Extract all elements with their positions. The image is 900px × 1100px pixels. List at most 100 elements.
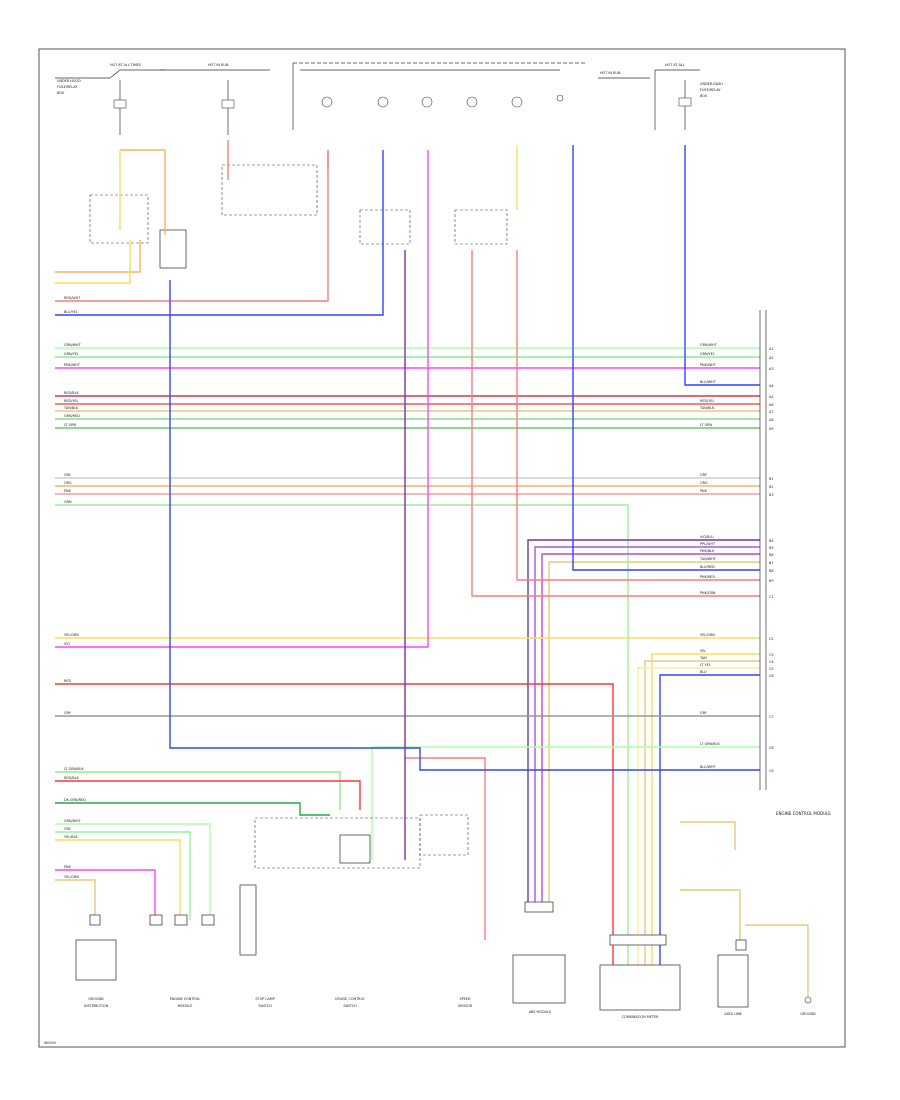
svg-text:ORG: ORG [700,481,708,485]
svg-text:GRN/WHT: GRN/WHT [64,819,82,823]
relay-1 [159,229,187,269]
svg-text:RED/WHT: RED/WHT [64,296,81,300]
svg-text:ABS MODULE: ABS MODULE [529,1010,552,1014]
svg-text:PNK: PNK [64,489,72,493]
svg-text:C3: C3 [769,653,774,657]
svg-text:B6: B6 [769,553,773,557]
wire-violet-1 [527,539,760,910]
svg-text:B5: B5 [769,546,773,550]
svg-text:C6: C6 [769,674,774,678]
sensor-1 [239,884,257,956]
svg-text:RED: RED [64,679,71,683]
svg-text:PNK/WHT: PNK/WHT [700,363,717,367]
svg-text:C7: C7 [769,715,774,719]
wire-tan-4 [55,879,96,920]
svg-text:BLU/RED: BLU/RED [700,565,715,569]
svg-text:PNK/RED: PNK/RED [700,575,715,579]
wire-red-top [55,150,329,302]
svg-text:BOX: BOX [57,91,65,95]
svg-text:A9: A9 [769,427,773,431]
svg-text:ENGINE CONTROL: ENGINE CONTROL [170,997,201,1001]
svg-text:FUSE/RELAY: FUSE/RELAY [57,85,78,89]
svg-text:A7: A7 [769,410,773,414]
svg-text:GRY: GRY [64,473,72,477]
svg-text:GRN/YEL: GRN/YEL [700,352,715,356]
fuse-row-top [292,62,585,130]
wire-lyellow-1 [637,667,760,965]
svg-text:LT GRN/BLK: LT GRN/BLK [64,767,84,771]
svg-text:A8: A8 [769,418,773,422]
svg-text:C9: C9 [769,769,774,773]
ecm-connector-column [759,310,767,790]
svg-text:PNK: PNK [64,865,72,869]
svg-text:GROUND: GROUND [88,997,104,1001]
svg-text:BLU: BLU [700,670,707,674]
svg-text:DK GRN/RED: DK GRN/RED [64,798,86,802]
svg-text:CRUISE CONTROL: CRUISE CONTROL [335,997,365,1001]
svg-text:GRN/RED: GRN/RED [64,414,80,418]
wire-tan-3 [644,660,760,965]
svg-text:GRN/WHT: GRN/WHT [700,343,718,347]
svg-text:VIO/BLU: VIO/BLU [700,535,714,539]
svg-text:SPEED: SPEED [459,997,470,1001]
abs-module [512,954,566,1004]
svg-text:A4: A4 [769,384,773,388]
wire-blue-4 [169,280,760,771]
wire-blue-right [684,145,760,386]
wire-bus [55,140,809,1000]
bottom-connectors [89,901,747,951]
ground-module [75,939,117,981]
svg-text:SWITCH: SWITCH [258,1004,272,1008]
wire-orange-3 [55,240,141,273]
svg-text:UNDER-HOOD: UNDER-HOOD [57,79,81,83]
wire-lgreen-3 [55,504,629,965]
svg-text:GROUND: GROUND [800,1012,816,1016]
svg-text:VIO: VIO [64,642,70,646]
relay-box-2 [89,194,149,244]
wire-orange-2 [120,149,166,235]
svg-text:SWITCH: SWITCH [343,1004,357,1008]
fuse-block-right [598,69,700,130]
svg-text:YEL/GRN: YEL/GRN [64,633,79,637]
svg-text:HOT AT ALL TIMES: HOT AT ALL TIMES [110,63,141,67]
wire-lgreen-7 [55,831,191,920]
relay-box-1 [221,164,318,216]
svg-text:HOT AT ALL: HOT AT ALL [665,63,685,67]
svg-text:PNK/GRN: PNK/GRN [700,591,716,595]
wire-tan-7 [745,924,809,1000]
svg-text:GRN: GRN [64,500,72,504]
svg-text:A1: A1 [769,347,773,351]
svg-text:TAN/BLK: TAN/BLK [63,406,79,410]
wire-tan-6 [680,889,741,950]
svg-text:RED/YEL: RED/YEL [700,399,714,403]
svg-text:LT GRN: LT GRN [64,423,77,427]
svg-text:YEL/BLK: YEL/BLK [64,835,78,839]
wire-pink-5 [405,757,486,940]
svg-text:PNK/BLK: PNK/BLK [700,549,715,553]
svg-text:C2: C2 [769,637,774,641]
sensor-box-1 [419,814,469,856]
wire-magenta-3 [55,150,429,648]
svg-text:UNDER-DASH: UNDER-DASH [700,82,723,86]
svg-text:LT GRN/BLK: LT GRN/BLK [700,742,720,746]
svg-text:B7: B7 [769,561,773,565]
svg-text:A5: A5 [769,395,773,399]
svg-text:C8: C8 [769,746,774,750]
fuse-block-left [55,69,165,135]
svg-text:GRY: GRY [700,711,708,715]
wire-pink-3 [516,250,760,581]
data-link-connector [717,954,749,1008]
wire-red-5 [55,780,361,810]
svg-text:A6: A6 [769,403,773,407]
svg-text:STOP LAMP: STOP LAMP [255,997,274,1001]
wire-magenta-4 [55,869,156,920]
wire-yellow-3 [55,839,181,920]
svg-text:BLU/YEL: BLU/YEL [64,310,78,314]
wire-labels: RED/WHT BLU/YEL GRN/WHT GRN/YEL PNK/WHT … [63,296,720,879]
cruise-actuator [339,834,371,864]
svg-text:B8: B8 [769,569,773,573]
svg-text:TAN: TAN [699,656,707,660]
svg-text:C1: C1 [769,595,774,599]
svg-text:DATA LINK: DATA LINK [724,1012,742,1016]
